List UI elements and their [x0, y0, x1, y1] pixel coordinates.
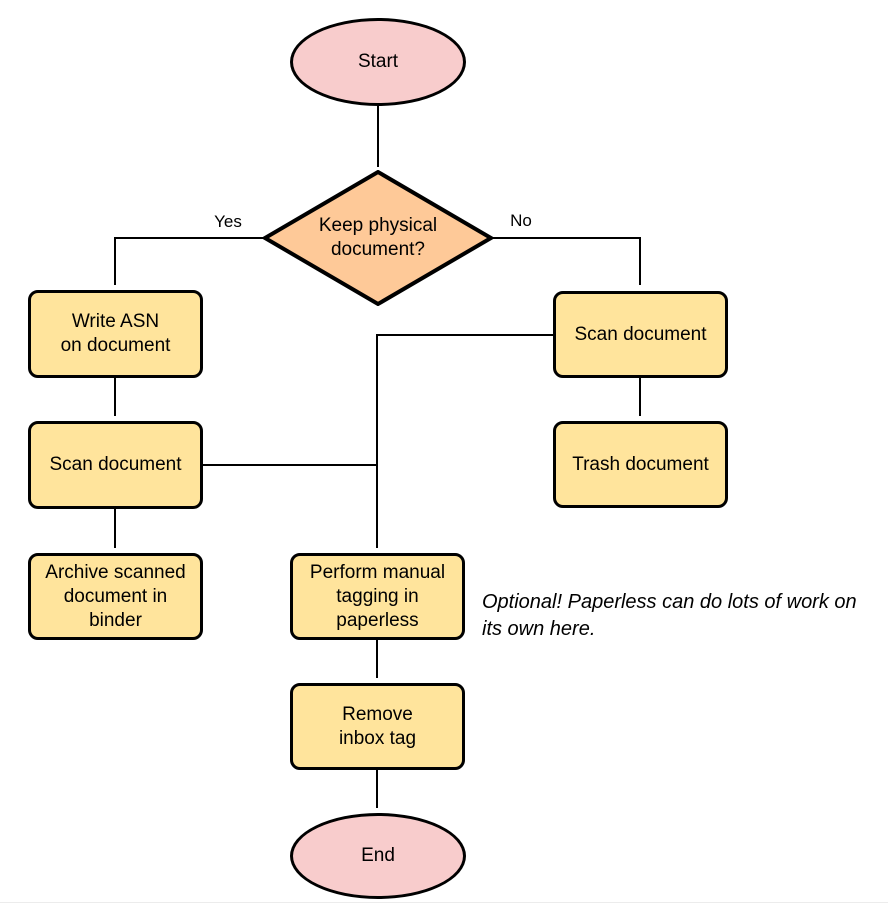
edge-label-no: No	[510, 211, 532, 230]
node-manual-tagging: Perform manual tagging in paperless	[290, 553, 465, 640]
node-archive-document: Archive scanned document in binder	[28, 553, 203, 640]
edge-label-yes: Yes	[214, 212, 242, 231]
optional-note: Optional! Paperless can do lots of work …	[482, 591, 857, 640]
edge-decision-yes-to-write-asn	[114, 237, 265, 285]
node-remove-inbox-tag: Remove inbox tag	[290, 683, 465, 770]
node-end: End	[290, 813, 466, 899]
node-start-label: Start	[357, 51, 399, 72]
node-trash-document-label: Trash document	[572, 453, 709, 475]
node-manual-tagging-label: Perform manual tagging in paperless	[309, 561, 446, 631]
node-scan-document-right-label: Scan document	[574, 323, 707, 345]
edge-decision-no-to-scan-right	[491, 237, 641, 285]
edge-scan-right-to-tagging	[376, 334, 553, 548]
decision-diamond-shape	[263, 170, 493, 306]
node-start: Start	[290, 18, 466, 106]
node-scan-document-right: Scan document	[553, 291, 728, 378]
node-remove-inbox-tag-label: Remove inbox tag	[338, 703, 417, 749]
node-end-label: End	[361, 845, 395, 866]
node-write-asn-label: Write ASN on document	[60, 311, 171, 356]
node-scan-document-left: Scan document	[28, 421, 203, 509]
node-scan-document-left-label: Scan document	[49, 454, 182, 475]
node-write-asn: Write ASN on document	[28, 290, 203, 378]
node-archive-document-label: Archive scanned document in binder	[45, 561, 186, 631]
node-decision: Keep physical document?	[263, 170, 493, 306]
node-decision-label: Keep physical document?	[318, 215, 438, 260]
page-bottom-divider	[0, 902, 888, 903]
node-trash-document: Trash document	[553, 421, 728, 508]
